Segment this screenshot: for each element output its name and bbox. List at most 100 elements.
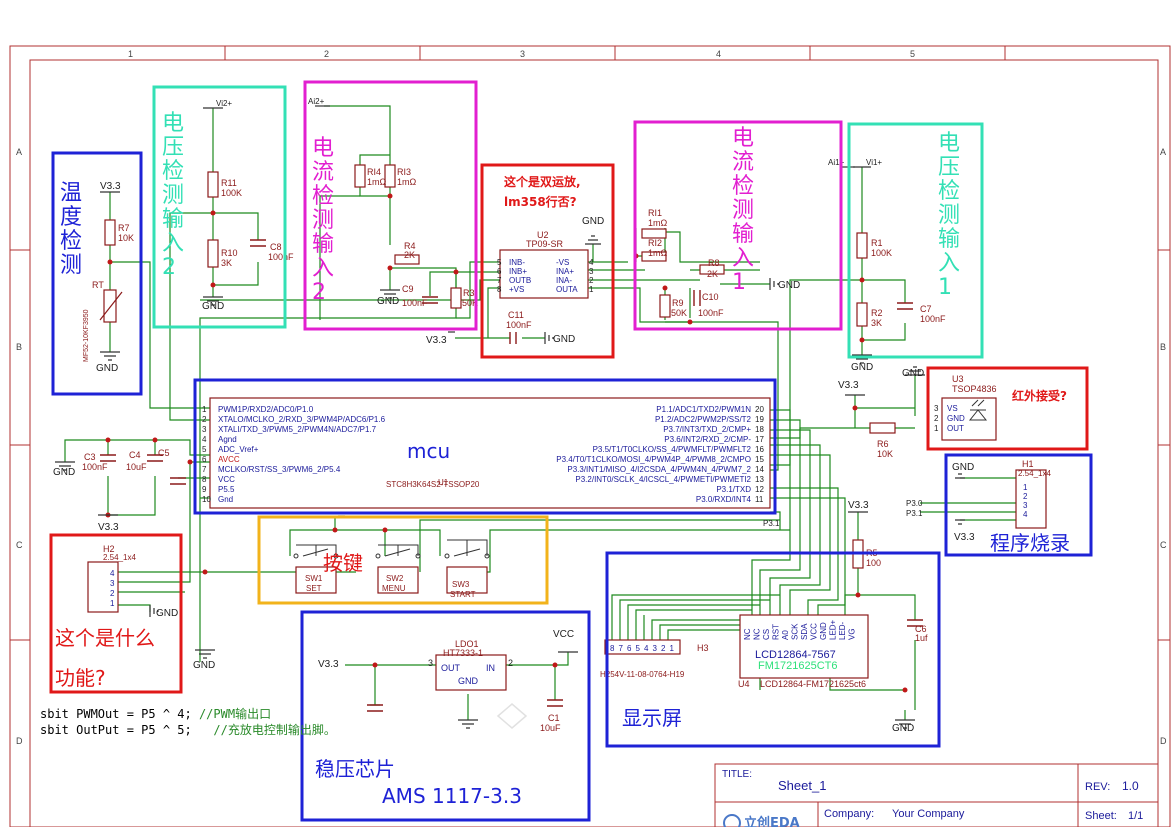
- r9-ref: R9: [672, 298, 684, 308]
- net-vi2: Vi2+: [216, 99, 232, 108]
- h3-value: H254V-11-08-0764-H19: [600, 670, 685, 679]
- net-v33-lcd: V3.3: [848, 500, 869, 511]
- mcu-pin-left-8: P5.5: [218, 485, 235, 494]
- mcu-pin-num-left-2: 3: [202, 425, 207, 434]
- mcu-pin-right-1: P1.2/ADC2/PWM2P/SS/T2: [655, 415, 752, 424]
- sheet-label: Sheet:: [1085, 810, 1117, 822]
- box-curr2: [303, 80, 478, 331]
- opamp-pin-num-right-2: 2: [589, 276, 594, 285]
- mcu-pin-left-6: MCLKO/RST/SS_3/PWM6_2/P5.4: [218, 465, 341, 474]
- r6-body: [869, 422, 896, 434]
- net-v33-ir: V3.3: [838, 380, 859, 391]
- net-v33-caps: V3.3: [98, 522, 119, 533]
- c10-ref: C10: [702, 292, 719, 302]
- col-label-4: 4: [716, 49, 721, 59]
- opamp-pin-right-0: -VS: [556, 258, 569, 267]
- ri2-body: [641, 251, 667, 262]
- c8-ref: C8: [270, 242, 282, 252]
- r10-value: 3K: [221, 258, 232, 268]
- company-value: Your Company: [892, 808, 965, 820]
- row-label-c: C: [16, 540, 23, 550]
- net-gnd-opamp: GND: [582, 216, 604, 227]
- r5-value: 100: [866, 558, 881, 568]
- mcu-pin-left-7: VCC: [218, 475, 235, 484]
- annotation-mcu: mcu: [407, 439, 450, 463]
- sw3-ref: SW3: [452, 580, 470, 589]
- net-gnd-c11: GND: [553, 334, 575, 345]
- rt-slash: [99, 291, 123, 321]
- annotation-boxes: [49, 80, 1093, 822]
- net-gnd-temp: GND: [96, 363, 118, 374]
- mcu-pin-right-4: P3.5/T1/T0CLKO/SS_4/PWMFLT/PWMFLT2: [593, 445, 752, 454]
- opamp-pin-num-right-1: 3: [589, 267, 594, 276]
- code-line-2-code: sbit OutPut = P5 ^ 5;: [40, 723, 192, 737]
- switch-contacts: [293, 539, 490, 559]
- net-ai2: Ai2+: [308, 97, 325, 106]
- mcu-pin-num-right-7: 13: [755, 475, 764, 484]
- c5-ref: C5: [158, 448, 170, 458]
- u4-ref: U4: [738, 679, 750, 689]
- r9-value: 50K: [671, 308, 687, 318]
- ldo-ref: LDO1: [455, 639, 479, 649]
- mcu-pin-right-0: P1.1/ADC1/TXD2/PWM1N: [656, 405, 751, 414]
- title-label: TITLE:: [722, 769, 752, 780]
- lcd-pin-5: SCK: [791, 623, 800, 640]
- box-opamp: [480, 163, 615, 359]
- h3-pin-6: 2: [661, 644, 666, 653]
- r11-value: 100K: [221, 188, 242, 198]
- mcu-pin-labels: PWM1P/RXD2/ADC0/P1.01XTALO/MCLKO_2/RXD_3…: [202, 405, 764, 504]
- lcd-pin-6: SDA: [800, 623, 809, 640]
- u4-value: LCD12864-FM1721625ct6: [760, 679, 866, 689]
- c1-value: 10uF: [540, 723, 561, 733]
- u3-pin-2: OUT: [947, 424, 964, 433]
- u3-pin-1: GND: [947, 414, 965, 423]
- rev-value: 1.0: [1122, 779, 1139, 793]
- c11-value: 100nF: [506, 320, 532, 330]
- c10-value: 100nF: [698, 308, 724, 318]
- u1-value: STC8H3K64S2-TSSOP20: [386, 480, 480, 489]
- mcu-pin-left-2: XTALI/TXD_3/PWM5_2/PWM4N/ADC7/P1.7: [218, 425, 377, 434]
- mcu-pin-left-9: Gnd: [218, 495, 233, 504]
- annotation-temp: 温度检测: [60, 181, 82, 278]
- h1-pin-1: 2: [1023, 492, 1028, 501]
- col-label-5: 5: [910, 49, 915, 59]
- ldo-pin-in: IN: [486, 663, 495, 673]
- box-prog: [944, 453, 1093, 557]
- mcu-pin-num-left-0: 1: [202, 405, 207, 414]
- net-gnd-h1: GND: [952, 462, 974, 473]
- ri4-value: 1mΩ: [367, 177, 387, 187]
- lcd-pin-1: NC: [753, 628, 762, 640]
- mcu-pin-left-1: XTALO/MCLKO_2/RXD_3/PWM4P/ADC6/P1.6: [218, 415, 386, 424]
- box-curr1: [633, 120, 843, 331]
- h3-header-body: [604, 639, 681, 655]
- mcu-pin-left-3: Agnd: [218, 435, 237, 444]
- ldo-pin-num-3: 3: [428, 658, 433, 668]
- mcu-pin-num-left-5: 6: [202, 455, 207, 464]
- r8-body: [699, 264, 725, 275]
- h1-pin-3: 4: [1023, 510, 1028, 519]
- mcu-pin-left-4: ADC_Vref+: [218, 445, 259, 454]
- h2-header-body: [87, 561, 119, 613]
- u3-ref: U3: [952, 374, 964, 384]
- mcu-pin-num-right-2: 18: [755, 425, 764, 434]
- c3-ref: C3: [84, 452, 96, 462]
- r4-body: [394, 254, 420, 265]
- lcd-pin-0: NC: [743, 628, 752, 640]
- ldo-pin-gnd: GND: [458, 676, 479, 686]
- mcu-pin-num-right-5: 15: [755, 455, 764, 464]
- mcu-pin-num-left-9: 10: [202, 495, 211, 504]
- h2-pin-2: 2: [110, 589, 115, 598]
- annotation-prog: 程序烧录: [990, 531, 1070, 555]
- rt-body: [103, 289, 117, 323]
- annotation-keys: 按键: [323, 551, 363, 575]
- h2-value: 2.54_1x4: [103, 553, 136, 562]
- title-block: [714, 763, 1159, 827]
- r4-value: 2K: [404, 250, 415, 260]
- h3-pin-5: 3: [653, 644, 658, 653]
- r7-body: [104, 219, 116, 246]
- easyeda-logo: 立创EDA: [723, 814, 800, 827]
- r7-value: 10K: [118, 233, 134, 243]
- net-gnd-curr1: GND: [778, 280, 800, 291]
